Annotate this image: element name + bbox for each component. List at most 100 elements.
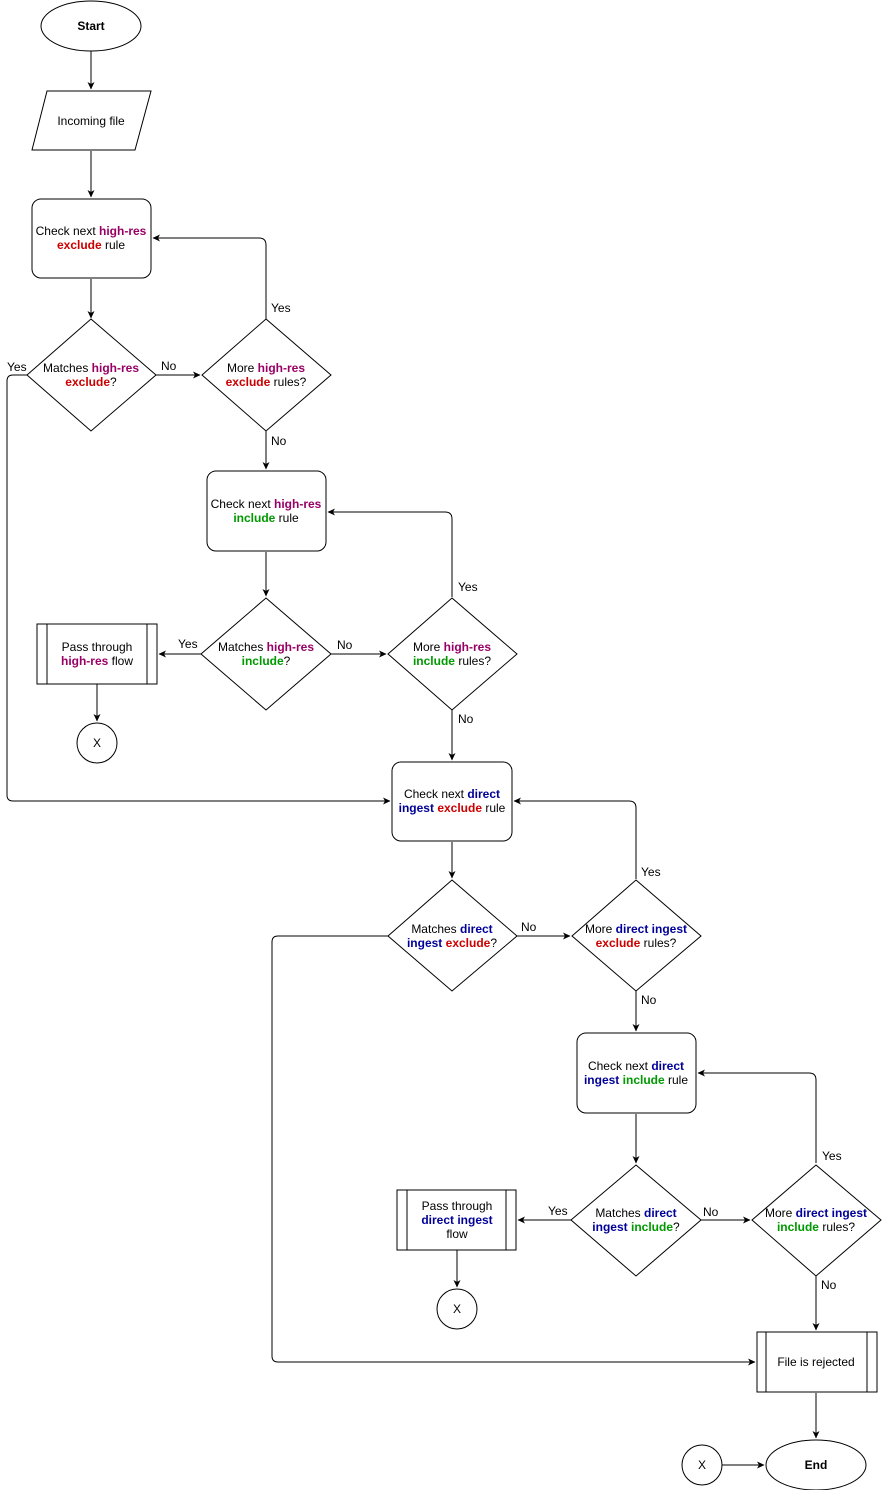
label-text-run: ? bbox=[284, 654, 291, 668]
label-yes-more-di-excl: Yes bbox=[641, 865, 661, 879]
label-text-run: high-res bbox=[258, 361, 306, 375]
start-label: Start bbox=[77, 19, 104, 33]
label-text-run: Check next bbox=[588, 1059, 651, 1073]
label-text-run: direct ingest bbox=[616, 922, 687, 936]
end-label: End bbox=[805, 1458, 828, 1472]
label-no-more-di-incl: No bbox=[821, 1278, 837, 1292]
label-no-more-hr-incl: No bbox=[458, 712, 474, 726]
check-direct-ingest-include-label: Check next direct ingest include rule bbox=[584, 1059, 688, 1087]
label-text-run: include bbox=[777, 1220, 819, 1234]
label-text-run: Pass through bbox=[422, 1199, 493, 1213]
file-rejected-label: File is rejected bbox=[777, 1355, 854, 1369]
edge-labels: Yes Yes No No Yes Yes No No Yes No No Ye… bbox=[7, 301, 842, 1292]
edge-more-hr-excl-yes bbox=[152, 234, 267, 319]
label-text-run: More bbox=[227, 361, 258, 375]
label-text-run: rules? bbox=[270, 375, 306, 389]
label-text-run: direct ingest bbox=[421, 1213, 492, 1227]
label-text-run: rules? bbox=[640, 936, 676, 950]
label-text-run: include bbox=[631, 1220, 673, 1234]
label-no-match-hr-incl: No bbox=[337, 638, 353, 652]
label-text-run: exclude bbox=[65, 375, 110, 389]
label-text-run: include bbox=[233, 511, 275, 525]
label-text-run: rules? bbox=[455, 654, 491, 668]
label-no-more-hr-excl: No bbox=[271, 434, 287, 448]
edge-more-di-incl-yes bbox=[697, 1069, 817, 1163]
label-yes-match-hr-incl: Yes bbox=[178, 637, 198, 651]
label-text-run: direct bbox=[651, 1059, 684, 1073]
label-text-run: Matches bbox=[595, 1206, 644, 1220]
edge-match-hr-excl-yes bbox=[6, 374, 391, 805]
edge-more-di-excl-yes bbox=[513, 797, 637, 879]
label-text-run: direct bbox=[644, 1206, 677, 1220]
connector-x-direct-ingest: X bbox=[436, 1288, 478, 1330]
label-text-run: include bbox=[623, 1073, 665, 1087]
connector-x-end-label: X bbox=[698, 1458, 706, 1472]
label-text-run: ingest bbox=[399, 801, 434, 815]
label-no-match-di-incl: No bbox=[703, 1205, 719, 1219]
label-text-run: high-res bbox=[92, 361, 140, 375]
label-text-run: Matches bbox=[43, 361, 92, 375]
incoming-file-node: Incoming file bbox=[31, 90, 152, 151]
edge-match-di-excl-yes bbox=[271, 935, 756, 1366]
incoming-file-label: Incoming file bbox=[57, 114, 125, 128]
label-text-run: direct ingest bbox=[796, 1206, 867, 1220]
label-text-run: direct bbox=[467, 787, 500, 801]
connector-x-highres: X bbox=[76, 722, 118, 764]
connector-x-end: X bbox=[681, 1444, 723, 1486]
label-text-run: More bbox=[585, 922, 616, 936]
label-text-run: Check next bbox=[36, 224, 99, 238]
label-text-run: high-res bbox=[61, 654, 109, 668]
label-text-run: flow bbox=[446, 1227, 468, 1241]
label-yes-match-di-incl: Yes bbox=[548, 1204, 568, 1218]
label-yes-match-hr-excl: Yes bbox=[7, 360, 27, 374]
label-text-run: high-res bbox=[444, 640, 492, 654]
label-text-run: Pass through bbox=[62, 640, 133, 654]
label-text-run: exclude bbox=[596, 936, 641, 950]
start-node: Start bbox=[40, 0, 142, 52]
label-text-run: rule bbox=[102, 238, 126, 252]
label-text-run: More bbox=[413, 640, 444, 654]
label-text-run: direct bbox=[460, 922, 493, 936]
label-text-run: rule bbox=[482, 801, 506, 815]
label-text-run: More bbox=[765, 1206, 796, 1220]
label-text-run: ? bbox=[490, 936, 497, 950]
label-text-run: ingest bbox=[584, 1073, 619, 1087]
label-text-run: ? bbox=[673, 1220, 680, 1234]
label-text-run: rule bbox=[665, 1073, 689, 1087]
label-text-run: Matches bbox=[218, 640, 267, 654]
edge-more-hr-incl-yes bbox=[327, 508, 453, 597]
label-text-run: exclude bbox=[437, 801, 482, 815]
label-no-match-hr-excl: No bbox=[161, 359, 177, 373]
label-text-run: ? bbox=[110, 375, 117, 389]
connector-x-highres-label: X bbox=[93, 736, 101, 750]
label-text-run: exclude bbox=[226, 375, 271, 389]
label-yes-more-hr-excl: Yes bbox=[271, 301, 291, 315]
label-no-more-di-excl: No bbox=[641, 993, 657, 1007]
label-yes-more-di-incl: Yes bbox=[822, 1149, 842, 1163]
